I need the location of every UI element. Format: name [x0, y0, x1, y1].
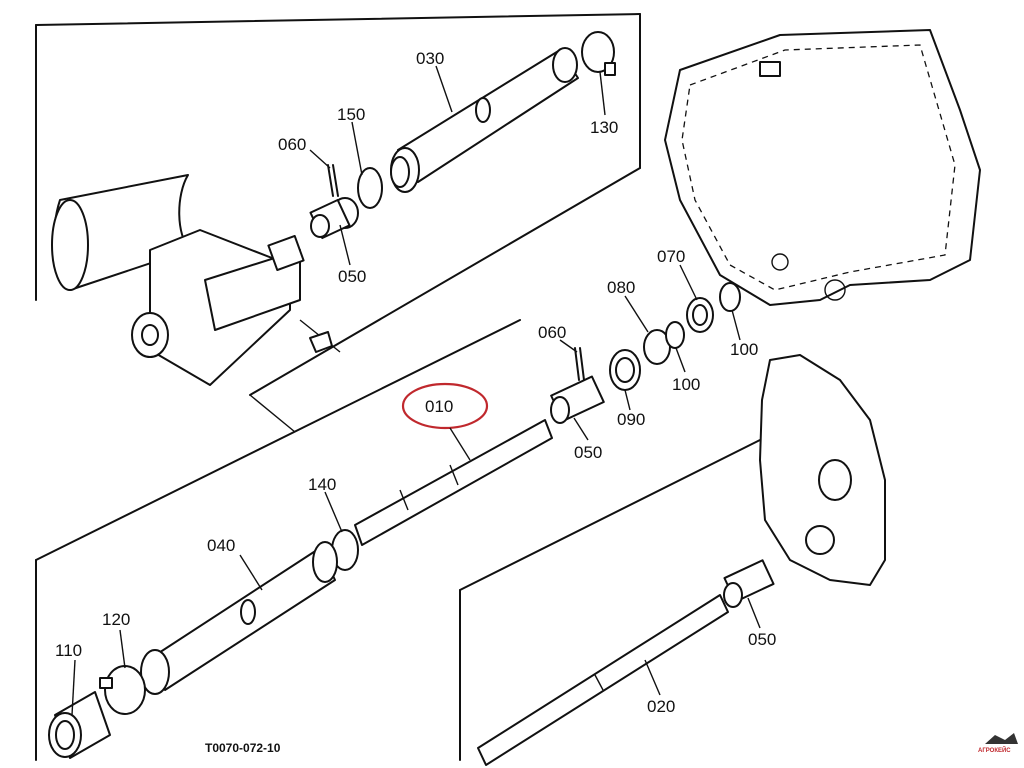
watermark-logo: АГРОКЕЙС: [978, 733, 1018, 754]
label-050-mid: 050: [574, 443, 602, 462]
drawing-code: T0070-072-10: [205, 741, 281, 755]
label-050-top: 050: [338, 267, 366, 286]
label-040: 040: [207, 536, 235, 555]
label-150: 150: [337, 105, 365, 124]
label-100-b: 100: [672, 375, 700, 394]
label-100-a: 100: [730, 340, 758, 359]
label-060-top: 060: [278, 135, 306, 154]
leader-lines: [71, 65, 761, 716]
frame-lines: [35, 13, 761, 761]
part-labels: 030 150 060 130 050 070 080 060 100 100 …: [55, 49, 776, 716]
label-130: 130: [590, 118, 618, 137]
label-050-low: 050: [748, 630, 776, 649]
axle-housing: [51, 174, 341, 386]
label-080: 080: [607, 278, 635, 297]
label-120: 120: [102, 610, 130, 629]
label-020: 020: [647, 697, 675, 716]
highlight-ring-010: [401, 382, 489, 430]
label-090: 090: [617, 410, 645, 429]
label-070: 070: [657, 247, 685, 266]
upper-shaft-group: [309, 31, 616, 240]
middle-shaft-group: [354, 282, 741, 546]
transmission-case: [664, 29, 981, 306]
label-010: 010: [425, 397, 453, 416]
label-110: 110: [55, 641, 82, 660]
label-140: 140: [308, 475, 336, 494]
label-030: 030: [416, 49, 444, 68]
watermark-text: АГРОКЕЙС: [978, 746, 1011, 754]
lower-shaft-group: [477, 559, 775, 766]
label-060-mid: 060: [538, 323, 566, 342]
lower-left-group: [48, 529, 359, 759]
cover-plate: [759, 354, 886, 586]
